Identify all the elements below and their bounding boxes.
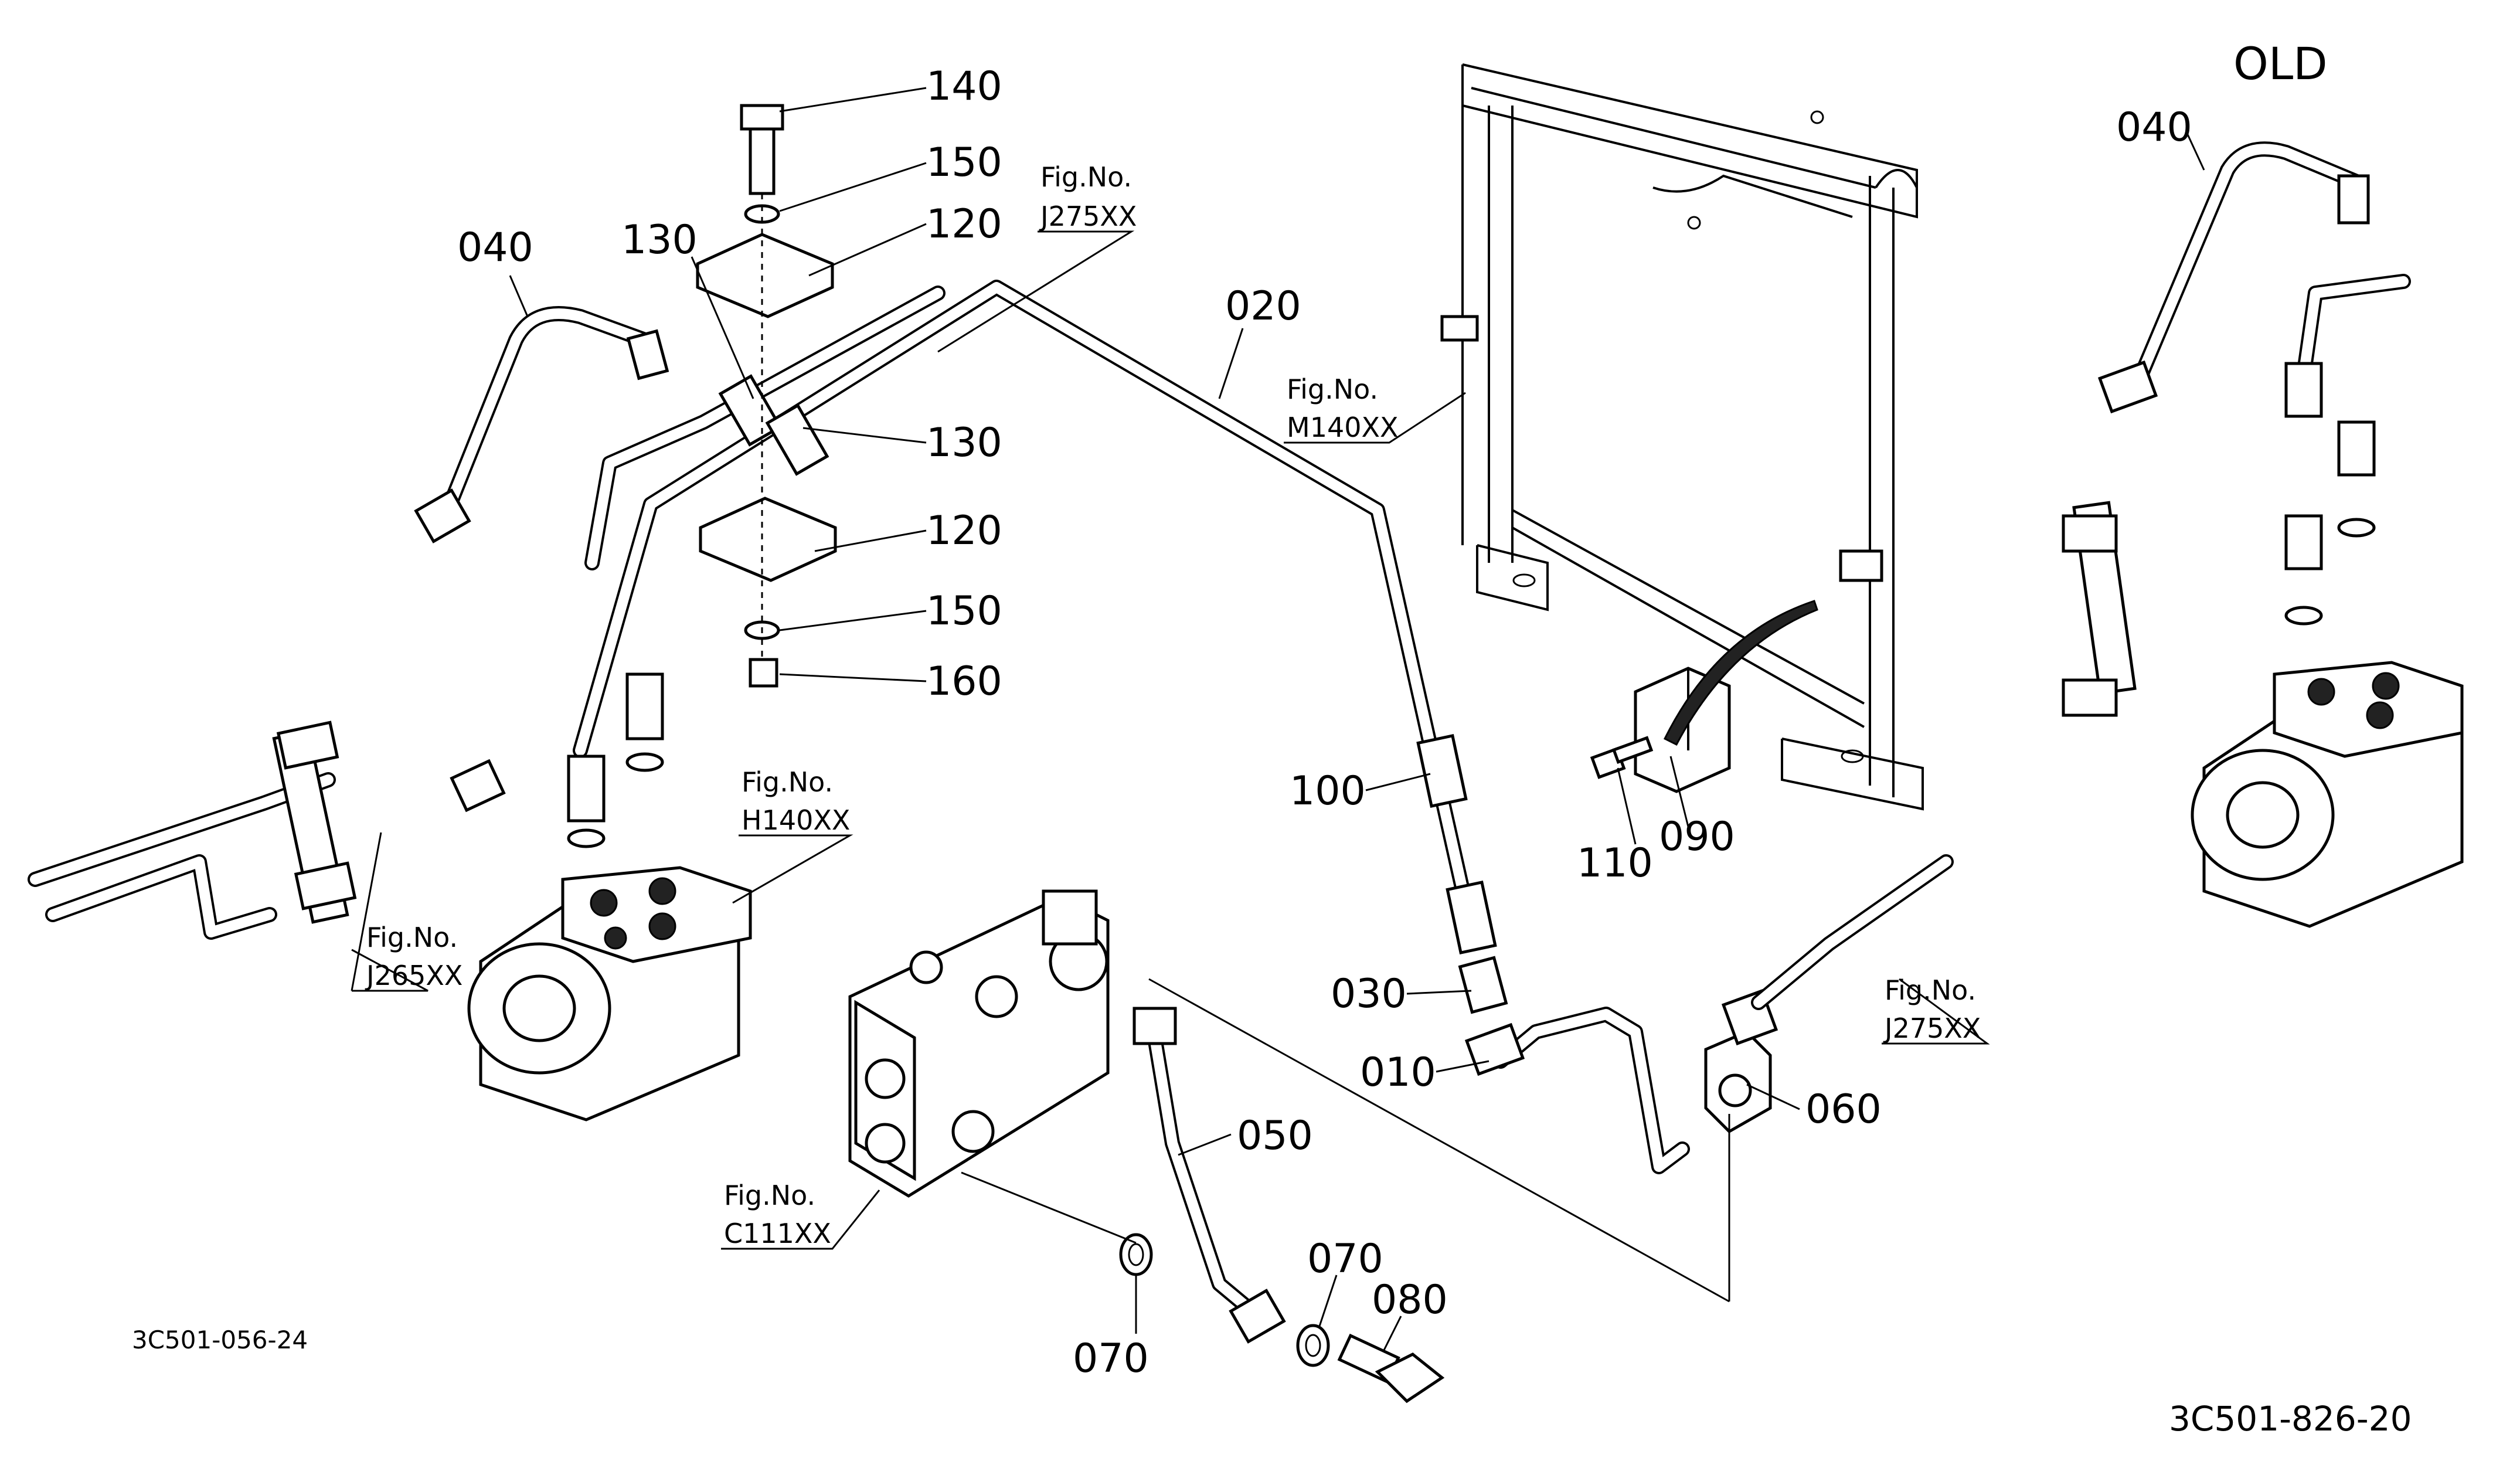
fig-no-label-m140: Fig.No.: [1287, 373, 1378, 405]
label-130-mid: 130: [926, 420, 1002, 466]
fig-no-label-c111: Fig.No.: [724, 1180, 815, 1211]
label-020: 020: [1225, 283, 1301, 329]
fig-ref-c111: C111XX: [724, 1218, 831, 1249]
elbow-060: [1704, 854, 1954, 1134]
label-070-right: 070: [1307, 1236, 1383, 1282]
clamp-set: [696, 104, 837, 688]
label-150-top: 150: [926, 140, 1002, 186]
label-060: 060: [1805, 1086, 1882, 1133]
fig-no-label-j275-top: Fig.No.: [1040, 161, 1132, 193]
fig-no-label-j265: Fig.No.: [366, 922, 458, 953]
label-150-mid: 150: [926, 588, 1002, 634]
bolt-080: [1337, 1333, 1445, 1404]
drawing-code-main: 3C501-826-20: [2169, 1399, 2412, 1439]
label-110: 110: [1577, 840, 1653, 886]
fig-no-label-h140: Fig.No.: [742, 766, 833, 798]
label-140: 140: [926, 63, 1002, 110]
label-120-top: 120: [926, 201, 1002, 247]
old-label: OLD: [2233, 38, 2328, 90]
label-160: 160: [926, 658, 1002, 705]
pipe-050: [1133, 1007, 1286, 1344]
leader-lines: [351, 87, 2205, 1352]
label-130-top: 130: [621, 217, 698, 263]
control-valve: [848, 889, 1110, 1198]
bolt-110: [1590, 736, 1654, 779]
washer-070-a: [1119, 1233, 1153, 1276]
pipe-020: [450, 280, 1497, 955]
label-090: 090: [1659, 814, 1735, 860]
bracket-090: [1634, 600, 1818, 793]
label-070-left: 070: [1073, 1336, 1149, 1382]
fig-ref-j275-right: J275XX: [1883, 1012, 1981, 1044]
fig-no-label-j275-right: Fig.No.: [1885, 974, 1976, 1006]
label-010: 010: [1360, 1049, 1436, 1096]
pipe-010: [1458, 956, 1690, 1174]
pipe-040: [414, 306, 669, 543]
label-050: 050: [1237, 1113, 1313, 1159]
old-variant: [2062, 141, 2464, 928]
label-100: 100: [1290, 768, 1366, 814]
fig-ref-j275-top: J275XX: [1039, 201, 1137, 232]
fig-ref-h140: H140XX: [742, 804, 850, 836]
fig-ref-j265: J265XX: [365, 960, 462, 991]
label-080: 080: [1372, 1277, 1448, 1323]
left-pipe-bundle: [28, 721, 357, 940]
pipe-upper-branch: [584, 286, 946, 570]
label-040-old: 040: [2116, 104, 2192, 151]
fig-ref-m140: M140XX: [1287, 412, 1399, 443]
washer-070-b: [1296, 1324, 1330, 1367]
label-030: 030: [1331, 971, 1407, 1017]
radiator-frame: [1440, 63, 1924, 811]
steering-unit: [467, 672, 752, 1122]
drawing-code-small: 3C501-056-24: [132, 1326, 308, 1354]
label-120-mid: 120: [926, 508, 1002, 554]
label-040: 040: [457, 225, 533, 271]
